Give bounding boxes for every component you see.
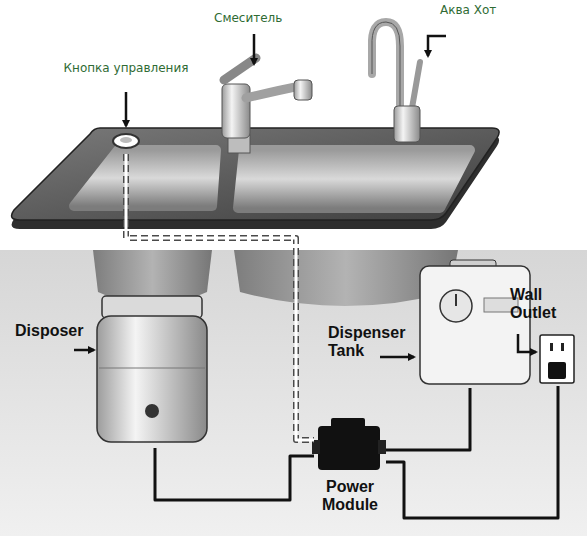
mixer-spout [246,86,300,98]
node-label: Wall Outlet [510,286,576,323]
power-cord-line [386,388,470,450]
outlet-slot [561,343,564,351]
leader-arrow [125,92,128,126]
node-label: Кнопка управления [56,62,196,76]
hot-faucet-lever [412,62,420,108]
control-cable-core [126,154,314,440]
control-cable-line [126,154,314,440]
disposer: Disposer [10,296,208,448]
countertop [12,128,500,220]
power-cord [386,386,558,518]
outlet-slot [550,343,553,351]
disposer-collar [102,296,202,318]
disposer-emblem [145,404,159,418]
power-module-box [318,426,380,470]
mixer-label: Смеситель [214,12,324,26]
power-cord-line [155,448,314,500]
node-label: Dispenser Tank [328,324,412,361]
leader-arrow [253,34,256,64]
hot-faucet-neck-outline [372,22,400,112]
wall-outlet-plate [540,335,574,383]
wall-outlet: Wall Outlet [508,286,578,386]
control-button: Кнопка управления [56,60,216,154]
mixer-nozzle [294,80,312,100]
leader-arrow [74,349,94,352]
cabinet-background [0,250,587,536]
tank-dial-pointer [455,294,457,306]
power-module-port [378,440,386,454]
power-cord [386,388,470,450]
power-cord [155,448,314,500]
mixer-lever [224,58,256,80]
control-button-center [120,137,132,143]
leader-arrow [428,36,446,56]
control-button-symbol [113,134,139,148]
hot-faucet-label: Аква Хот [440,4,540,18]
right-basin [238,150,470,208]
dispenser-tank: Dispenser Tank [325,262,535,388]
power-module-port [312,440,320,454]
mixer-body [222,84,250,138]
power-cord-line [386,386,558,518]
plug [548,362,566,379]
node-label: Power Module [314,478,386,515]
disposer-seam [99,368,205,369]
leader-arrow [518,334,536,352]
dispenser-tank-body [420,266,530,384]
hot-faucet-base [394,106,420,142]
left-basin [74,150,216,206]
tank-dial [440,290,472,322]
leader-arrow [380,356,414,359]
disposer-body [97,316,207,442]
node-label: Disposer [15,322,95,340]
power-module: Power Module [314,416,386,524]
hot-faucet-neck [372,22,400,112]
control-cable [126,154,314,440]
